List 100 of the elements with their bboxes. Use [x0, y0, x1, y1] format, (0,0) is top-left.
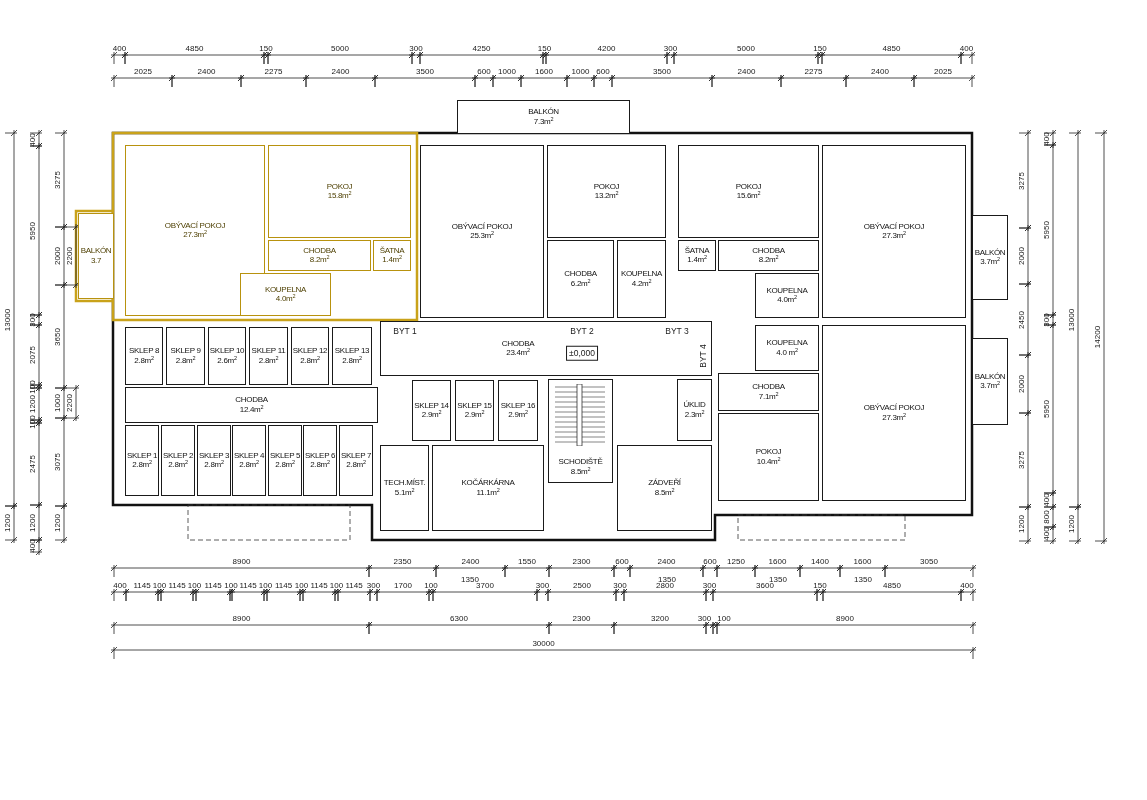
dimension-text: 2275: [804, 68, 823, 76]
room: [339, 425, 373, 496]
room: [332, 327, 372, 385]
room-area: 1.4m$^{2}$: [687, 255, 707, 265]
room: [548, 379, 613, 483]
dimension-text: 2475: [29, 455, 37, 473]
room: [420, 145, 544, 318]
dimension-text: 2025: [134, 68, 152, 76]
dimension-text: 3500: [416, 68, 434, 76]
dimension-text: 1000: [571, 68, 590, 76]
dimension-text: 4250: [472, 45, 491, 53]
room: [380, 321, 712, 376]
dimension-text: 2400: [461, 558, 480, 566]
dimension-text: 5000: [737, 45, 755, 53]
room-name: SKLEP 15: [457, 401, 492, 410]
dimension-text: 3600: [756, 582, 774, 590]
room: [547, 240, 614, 318]
room-area: 5.1m$^{2}$: [394, 487, 415, 497]
room: [291, 327, 329, 385]
room: [678, 145, 819, 238]
dimension-text: 1600: [535, 68, 553, 76]
room: [232, 425, 266, 496]
dimension-text: 2400: [871, 68, 889, 76]
room-name: KOUPELNA: [264, 285, 307, 294]
room: [240, 273, 331, 316]
room: [617, 445, 712, 531]
dimension-text: 1200: [29, 513, 37, 532]
room-name: SKLEP 6: [304, 451, 336, 460]
dimension-text: 4200: [597, 45, 616, 53]
dimension-text: 1350: [854, 576, 872, 584]
room-name: POKOJ: [735, 182, 762, 191]
dimension-text: 100: [258, 582, 273, 590]
room-area: 3.7m$^{2}$: [980, 381, 1000, 391]
dimension-text: 1200: [1068, 515, 1076, 533]
dimension-text: 600: [596, 68, 610, 76]
room-area: 2.8m$^{2}$: [300, 355, 320, 365]
dimension-text: 3700: [476, 582, 494, 590]
dimension-text: 5000: [331, 45, 349, 53]
room: [822, 325, 966, 501]
room-name: CHODBA: [235, 396, 268, 405]
dimension-text: 100: [187, 582, 202, 590]
room-name: ŠATNA: [684, 246, 710, 255]
room-area: 2.8m$^{2}$: [275, 460, 295, 470]
room-name: SKLEP 4: [233, 451, 265, 460]
room-area: 2.8m$^{2}$: [346, 460, 366, 470]
dimension-text: 2000: [1018, 375, 1026, 393]
dimension-text: 600: [703, 558, 717, 566]
dimension-text: 3050: [920, 558, 938, 566]
room-name: BALKÓN: [528, 108, 559, 117]
room-area: 2.8m$^{2}$: [175, 355, 196, 365]
room: [380, 445, 429, 531]
room: [457, 100, 630, 134]
dimension-text: 2350: [393, 558, 412, 566]
room-name: BALKÓN: [974, 372, 1006, 381]
room-area: 13.2m$^{2}$: [594, 191, 619, 201]
room: [78, 213, 114, 299]
room: [678, 240, 716, 271]
room-area: 8.2m$^{2}$: [758, 255, 779, 265]
dimension-text: 150: [259, 45, 273, 53]
dimension-text: 5950: [1043, 221, 1051, 239]
room-area: 2.8m$^{2}$: [168, 460, 188, 470]
dimension-text: 1000: [498, 68, 516, 76]
room-name: SKLEP 9: [170, 347, 201, 356]
room: [718, 240, 819, 271]
room: [268, 240, 371, 271]
room: [455, 380, 494, 441]
dimension-text: 2300: [572, 558, 591, 566]
room: [718, 413, 819, 501]
unit-label: BYT 1: [393, 326, 417, 336]
room: [755, 273, 819, 318]
dimension-text: 6300: [450, 615, 468, 623]
room-name: SKLEP 14: [414, 401, 449, 410]
room-area: 25.3m$^{2}$: [470, 231, 494, 241]
dimension-text: 1200: [1018, 515, 1026, 533]
room: [125, 145, 265, 316]
room-area: 4.0m$^{2}$: [275, 294, 296, 304]
dimension-text: 1550: [518, 558, 536, 566]
room-name: TECH.MÍST.: [383, 479, 426, 488]
room-area: 15.6m$^{2}$: [736, 191, 761, 201]
dimension-text: 600: [615, 558, 629, 566]
room-area: 27.3m$^{2}$: [183, 230, 207, 240]
dimension-text: 3075: [54, 453, 62, 471]
dimension-text: 2400: [331, 68, 350, 76]
dimension-text: 1350: [769, 576, 787, 584]
dimension-text: 1145: [239, 582, 257, 590]
room-area: 7.3m$^{2}$: [533, 116, 554, 126]
room-area: 2.9m$^{2}$: [421, 410, 442, 420]
room: [755, 325, 819, 371]
room: [208, 327, 246, 385]
dimension-text: 5950: [1043, 400, 1051, 418]
room-area: 3.7: [90, 255, 102, 265]
dimension-text: 1145: [204, 582, 222, 590]
dimension-text: 5950: [29, 221, 37, 240]
dimension-text: 4850: [882, 45, 901, 53]
room-area: 12.4m$^{2}$: [239, 404, 264, 414]
dimension-text: 100: [424, 582, 438, 590]
dimension-text: 2450: [1018, 310, 1026, 329]
dimension-text: 2300: [572, 615, 591, 623]
room-name: SKLEP 3: [198, 451, 230, 460]
room-area: 10.4m$^{2}$: [756, 456, 781, 466]
